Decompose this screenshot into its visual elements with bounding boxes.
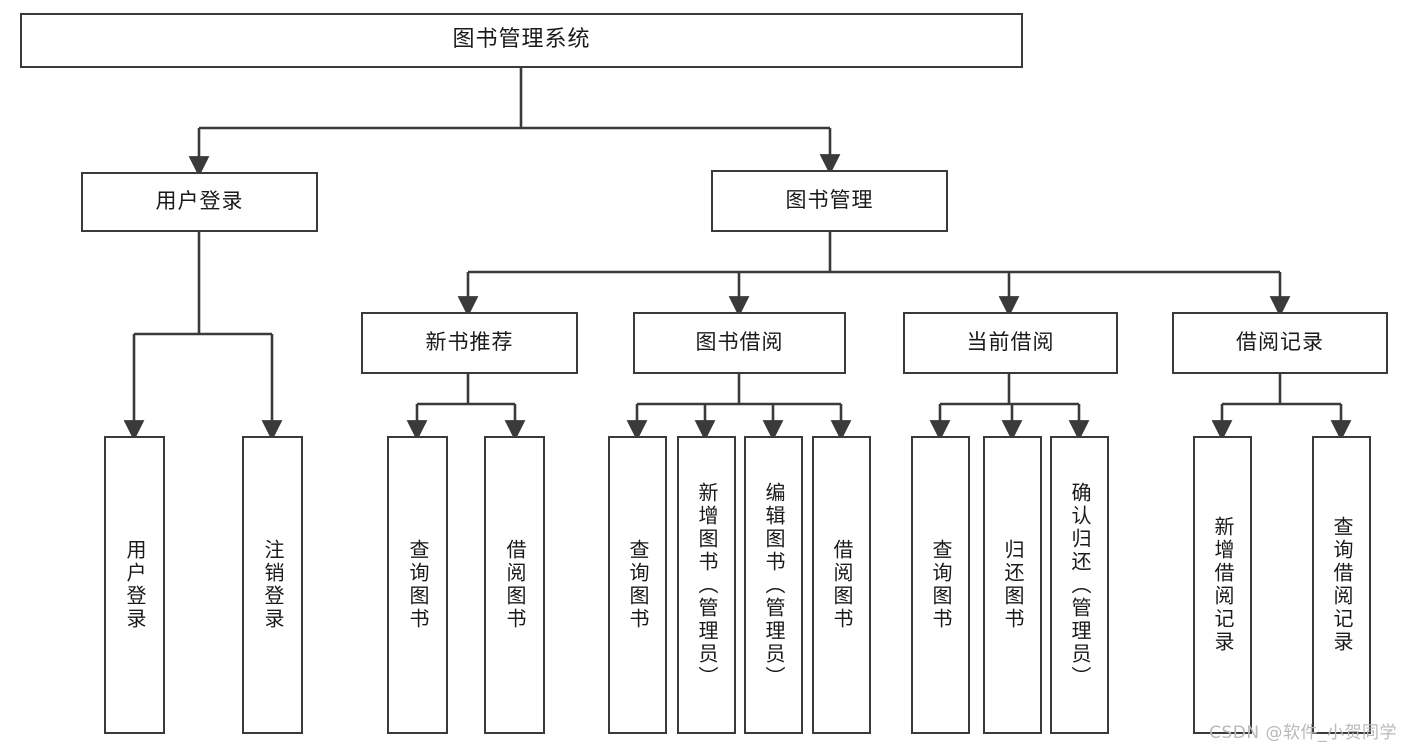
leaf-edit-book-admin[interactable]: 编辑图书（管理员） <box>744 436 803 734</box>
node-user-login-label: 用户登录 <box>155 189 244 214</box>
leaf-borrow-book[interactable]: 借阅图书 <box>812 436 871 734</box>
leaf-query-book-current[interactable]: 查询图书 <box>911 436 970 734</box>
node-book-manage-label: 图书管理 <box>785 188 874 213</box>
node-new-book-recommend-label: 新书推荐 <box>425 330 514 355</box>
leaf-query-book-recommend[interactable]: 查询图书 <box>387 436 448 734</box>
leaf-add-book-admin-label: 新增图书（管理员） <box>695 481 719 689</box>
leaf-add-borrow-record-label: 新增借阅记录 <box>1211 516 1235 654</box>
leaf-query-borrow-record-label: 查询借阅记录 <box>1330 516 1354 654</box>
node-new-book-recommend[interactable]: 新书推荐 <box>361 312 578 374</box>
leaf-query-borrow-record[interactable]: 查询借阅记录 <box>1312 436 1371 734</box>
node-root[interactable]: 图书管理系统 <box>20 13 1023 68</box>
leaf-logout[interactable]: 注销登录 <box>242 436 303 734</box>
node-book-borrow-label: 图书借阅 <box>695 330 784 355</box>
leaf-edit-book-admin-label: 编辑图书（管理员） <box>762 481 786 689</box>
leaf-return-book-label: 归还图书 <box>1001 539 1025 631</box>
leaf-borrow-book-recommend[interactable]: 借阅图书 <box>484 436 545 734</box>
leaf-confirm-return-admin[interactable]: 确认归还（管理员） <box>1050 436 1109 734</box>
leaf-borrow-book-recommend-label: 借阅图书 <box>503 539 527 631</box>
leaf-logout-label: 注销登录 <box>261 539 285 631</box>
node-current-borrow-label: 当前借阅 <box>966 330 1055 355</box>
leaf-add-borrow-record[interactable]: 新增借阅记录 <box>1193 436 1252 734</box>
leaf-user-login-label: 用户登录 <box>123 539 147 631</box>
node-borrow-record[interactable]: 借阅记录 <box>1172 312 1388 374</box>
leaf-query-book-label: 查询图书 <box>626 539 650 631</box>
leaf-borrow-book-label: 借阅图书 <box>830 539 854 631</box>
node-current-borrow[interactable]: 当前借阅 <box>903 312 1118 374</box>
leaf-query-book-current-label: 查询图书 <box>929 539 953 631</box>
node-borrow-record-label: 借阅记录 <box>1236 330 1324 355</box>
leaf-query-book-recommend-label: 查询图书 <box>406 539 430 631</box>
leaf-return-book[interactable]: 归还图书 <box>983 436 1042 734</box>
node-root-label: 图书管理系统 <box>452 27 591 53</box>
node-book-borrow[interactable]: 图书借阅 <box>633 312 846 374</box>
leaf-confirm-return-admin-label: 确认归还（管理员） <box>1068 481 1092 689</box>
leaf-user-login[interactable]: 用户登录 <box>104 436 165 734</box>
node-book-manage[interactable]: 图书管理 <box>711 170 948 232</box>
leaf-add-book-admin[interactable]: 新增图书（管理员） <box>677 436 736 734</box>
node-user-login[interactable]: 用户登录 <box>81 172 318 232</box>
leaf-query-book[interactable]: 查询图书 <box>608 436 667 734</box>
csdn-watermark: CSDN @软件_小贺同学 <box>1209 723 1397 743</box>
